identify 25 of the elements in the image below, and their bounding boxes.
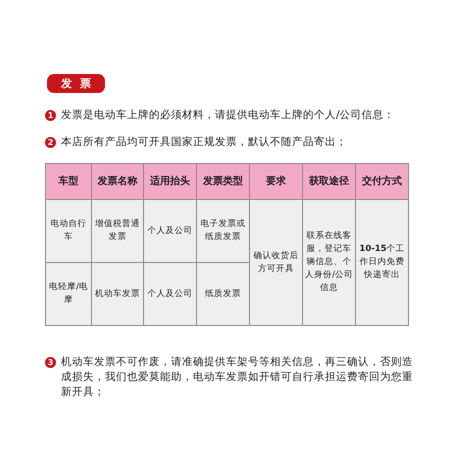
table-cell: 10-15个工作日内免费快递寄出 (356, 200, 408, 326)
table-cell: 个人及公司 (144, 200, 196, 262)
step-number: 3 (45, 357, 56, 368)
note-text: 本店所有产品均可开具国家正规发票，默认不随产品寄出； (61, 135, 347, 150)
column-header: 发票名称 (92, 164, 144, 200)
column-header: 获取途径 (302, 164, 356, 200)
note-text: 发票是电动车上牌的必须材料，请提供电动车上牌的个人/公司信息： (61, 108, 395, 123)
table-cell: 增值税普通发票 (92, 200, 144, 262)
table-cell: 个人及公司 (144, 262, 196, 326)
table-cell: 确认收货后方可开具 (250, 200, 302, 326)
column-header: 交付方式 (356, 164, 408, 200)
column-header: 适用抬头 (144, 164, 196, 200)
section-heading: 发 票 (47, 74, 105, 93)
step-number: 2 (45, 137, 56, 148)
table-cell: 纸质发票 (196, 262, 250, 326)
table-cell: 联系在线客服，登记车辆信息、个人身份/公司信息 (302, 200, 356, 326)
table-cell: 机动车发票 (92, 262, 144, 326)
table-cell: 电轻摩/电摩 (46, 262, 92, 326)
table-cell: 电子发票或纸质发票 (196, 200, 250, 262)
step-number: 1 (45, 110, 56, 121)
column-header: 要求 (250, 164, 302, 200)
column-header: 车型 (46, 164, 92, 200)
note-text: 机动车发票不可作废，请准确提供车架号等相关信息，再三确认，否则造成损失，我们也爱莫能助，电动车发票如开错可自行承担运费寄回为您重新开具； (61, 355, 414, 400)
table-cell: 电动自行车 (46, 200, 92, 262)
column-header: 发票类型 (196, 164, 250, 200)
